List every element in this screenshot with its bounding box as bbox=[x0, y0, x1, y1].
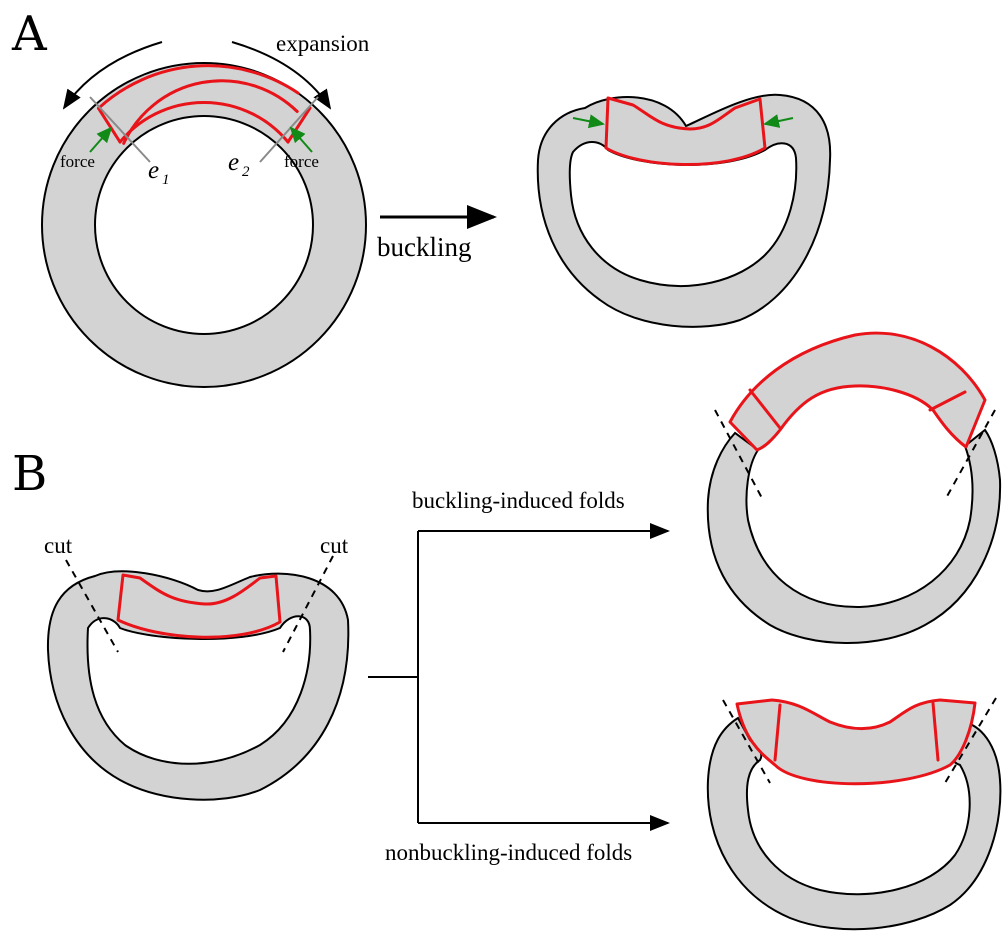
buckling-label: buckling bbox=[377, 232, 472, 262]
lower-branch-label: nonbuckling-induced folds bbox=[385, 840, 632, 865]
buckled-ring bbox=[538, 95, 830, 327]
panel-b-letter: B bbox=[12, 446, 47, 502]
upper-branch-label: buckling-induced folds bbox=[412, 488, 625, 513]
nonbuckling-folds-result bbox=[708, 700, 1001, 929]
panel-a-letter: A bbox=[11, 6, 48, 62]
buckling-folds-result bbox=[708, 333, 1000, 643]
e2-label: e bbox=[228, 149, 239, 176]
expansion-label: expansion bbox=[276, 31, 370, 56]
force-right-label: force bbox=[284, 152, 319, 171]
force-left-label: force bbox=[60, 152, 95, 171]
ring-tissue bbox=[42, 63, 366, 387]
cut-right-label: cut bbox=[320, 533, 349, 558]
e2-subscript: 2 bbox=[242, 164, 250, 180]
branch-connector bbox=[368, 531, 668, 823]
cut-left-label: cut bbox=[44, 533, 73, 558]
ring-lumen bbox=[95, 116, 313, 334]
e1-subscript: 1 bbox=[162, 172, 170, 188]
cut-source-ring bbox=[48, 571, 348, 799]
e1-label: e bbox=[148, 157, 159, 184]
